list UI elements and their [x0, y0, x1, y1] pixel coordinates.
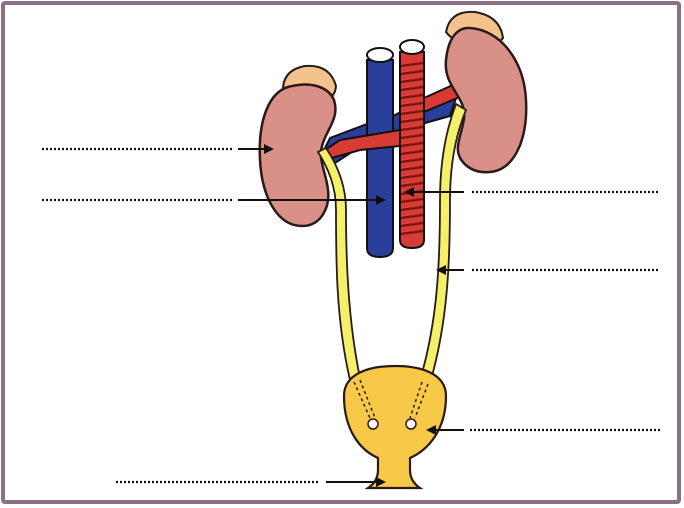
- ureter-opening-right: [406, 419, 416, 429]
- ureter-opening-left: [368, 419, 378, 429]
